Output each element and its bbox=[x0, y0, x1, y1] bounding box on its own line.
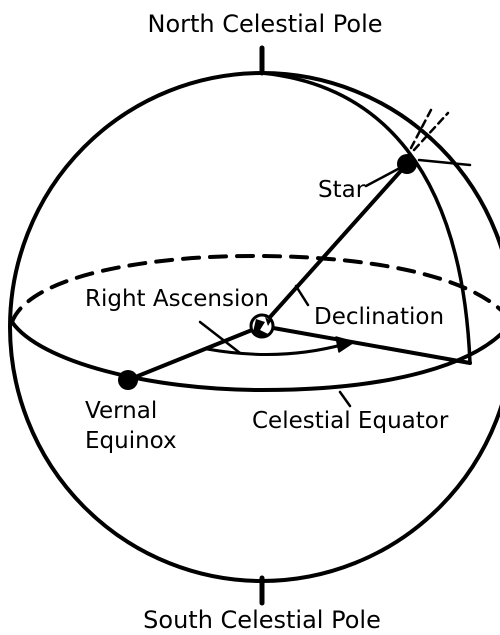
star-dot bbox=[397, 154, 417, 174]
vernal-equinox-label-line1: Vernal bbox=[85, 398, 157, 424]
right-ascension-arc bbox=[205, 342, 347, 356]
hour-circle-meridian bbox=[260, 71, 472, 365]
vernal-equinox-dot bbox=[118, 370, 138, 390]
celestial-equator-front bbox=[10, 320, 500, 392]
south-celestial-pole-label: South Celestial Pole bbox=[143, 606, 381, 634]
declination-leader-line bbox=[294, 284, 310, 307]
celestial-equator-leader-line bbox=[338, 390, 352, 408]
north-celestial-pole-label: North Celestial Pole bbox=[147, 10, 382, 38]
declination-label: Declination bbox=[314, 304, 444, 330]
right-ascension-label: Right Ascension bbox=[85, 286, 269, 312]
star-radius-line bbox=[260, 162, 409, 328]
right-ascension-arrowhead bbox=[335, 336, 355, 353]
celestial-equator-back bbox=[10, 253, 500, 324]
earth-icon bbox=[249, 313, 275, 339]
star-leader-line bbox=[364, 167, 400, 188]
celestial-equator-label: Celestial Equator bbox=[252, 408, 449, 434]
right-ascension-leader-line bbox=[198, 320, 242, 355]
vernal-equinox-label-line2: Equinox bbox=[85, 428, 177, 454]
star-label: Star bbox=[318, 177, 366, 203]
star-ray bbox=[409, 106, 434, 150]
vernal-equinox-line bbox=[126, 324, 264, 382]
equator-radius-line bbox=[260, 324, 472, 365]
star-ray bbox=[417, 158, 472, 167]
star-ray bbox=[412, 111, 450, 152]
